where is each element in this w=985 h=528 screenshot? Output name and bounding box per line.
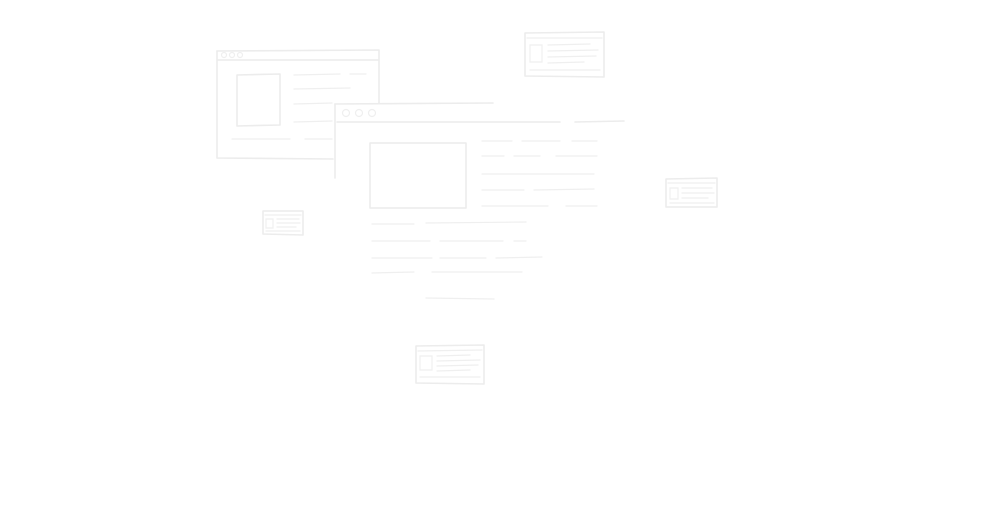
small-card-top bbox=[524, 31, 605, 78]
small-card-right bbox=[665, 177, 718, 208]
small-card-left bbox=[262, 210, 304, 236]
front-browser-window bbox=[334, 102, 625, 300]
small-card-bottom bbox=[415, 344, 485, 385]
back-browser-window bbox=[216, 49, 380, 160]
